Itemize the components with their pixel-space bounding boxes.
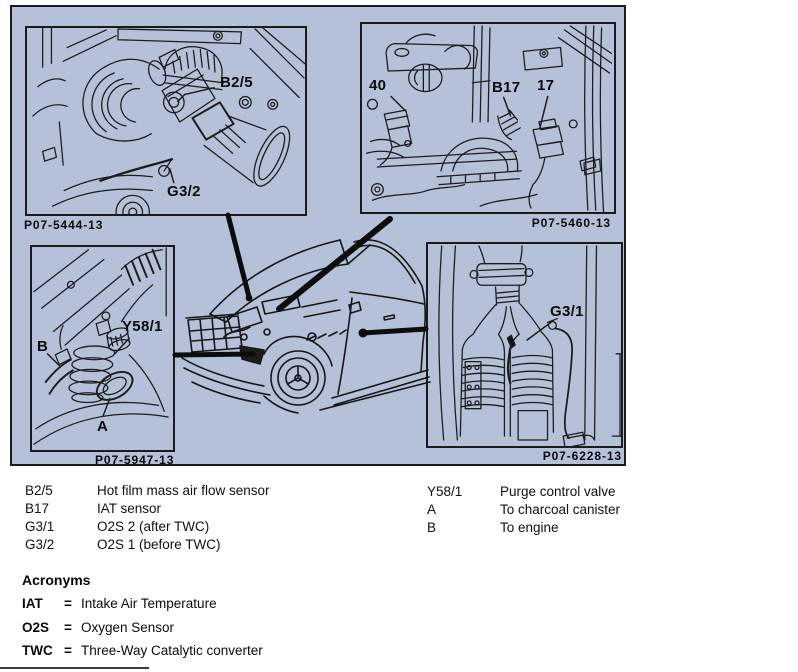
legend-term: B17 — [25, 501, 50, 516]
inset-maf-sensor — [25, 26, 307, 216]
legend-term: B — [427, 520, 437, 535]
part-number-bottom-left: P07-5947-13 — [95, 453, 175, 467]
callout-40: 40 — [369, 77, 387, 94]
legend-row: G3/1 O2S 2 (after TWC) — [25, 518, 270, 536]
acronym-term: TWC — [22, 643, 53, 658]
acronym-definition: Oxygen Sensor — [81, 620, 175, 635]
callout-y58-1: Y58/1 — [122, 318, 163, 335]
legend-desc: IAT sensor — [97, 501, 162, 516]
legend-desc: Purge control valve — [500, 484, 616, 499]
acronym-term: IAT — [22, 596, 43, 611]
acronym-definition: Intake Air Temperature — [81, 596, 217, 611]
acronym-equals: = — [64, 620, 72, 635]
legend-row: Y58/1 Purge control valve — [427, 483, 620, 501]
acronym-term: O2S — [22, 620, 50, 635]
legend-term: A — [427, 502, 437, 517]
part-number-bottom-right: P07-6228-13 — [542, 449, 622, 463]
acronym-row: O2S = Oxygen Sensor — [22, 620, 174, 635]
legend-left-column: B2/5 Hot film mass air flow sensor B17 IAT… — [25, 482, 270, 554]
callout-a: A — [97, 418, 109, 435]
inset-engine-valves — [360, 22, 616, 214]
component-location-diagram: B2/5 G3/2 40 B17 17 B Y58/1 A G3/1 P07-5… — [10, 5, 626, 466]
legend-desc: O2S 1 (before TWC) — [97, 537, 221, 552]
legend-desc: Hot film mass air flow sensor — [97, 483, 270, 498]
callout-b2-5: B2/5 — [220, 74, 253, 91]
acronym-equals: = — [64, 643, 72, 658]
callout-b17: B17 — [492, 79, 521, 96]
acronym-equals: = — [64, 596, 72, 611]
legend-term: B2/5 — [25, 483, 53, 498]
catalytic-converter-art — [438, 245, 621, 446]
inset-catalytic-converter — [426, 242, 623, 448]
part-number-top-left: P07-5444-13 — [24, 218, 104, 232]
legend-right-column: Y58/1 Purge control valve A To charcoal ca… — [427, 483, 620, 537]
legend-desc: O2S 2 (after TWC) — [97, 519, 210, 534]
callout-17: 17 — [537, 77, 555, 94]
acronym-row: TWC = Three-Way Catalytic converter — [22, 643, 263, 658]
legend-term: Y58/1 — [427, 484, 463, 499]
maf-sensor-art — [32, 28, 305, 214]
purge-valve-art — [33, 247, 169, 445]
callout-b: B — [37, 338, 49, 355]
legend-term: G3/1 — [25, 519, 55, 534]
page-bottom-rule — [0, 667, 149, 669]
legend-row: B17 IAT sensor — [25, 500, 270, 518]
legend-row: A To charcoal canister — [427, 501, 620, 519]
callout-g3-1: G3/1 — [550, 303, 584, 320]
legend-term: G3/2 — [25, 537, 55, 552]
engine-valves-art — [365, 25, 613, 212]
legend-row: B To engine — [427, 519, 620, 537]
part-number-top-right: P07-5460-13 — [531, 216, 611, 230]
acronyms-heading: Acronyms — [22, 572, 91, 588]
acronym-definition: Three-Way Catalytic converter — [81, 643, 263, 658]
legend-desc: To engine — [500, 520, 559, 535]
legend-row: G3/2 O2S 1 (before TWC) — [25, 536, 270, 554]
acronym-row: IAT = Intake Air Temperature — [22, 596, 217, 611]
callout-g3-2: G3/2 — [167, 183, 201, 200]
legend-desc: To charcoal canister — [500, 502, 621, 517]
legend-row: B2/5 Hot film mass air flow sensor — [25, 482, 270, 500]
inset-purge-valve — [30, 245, 175, 452]
